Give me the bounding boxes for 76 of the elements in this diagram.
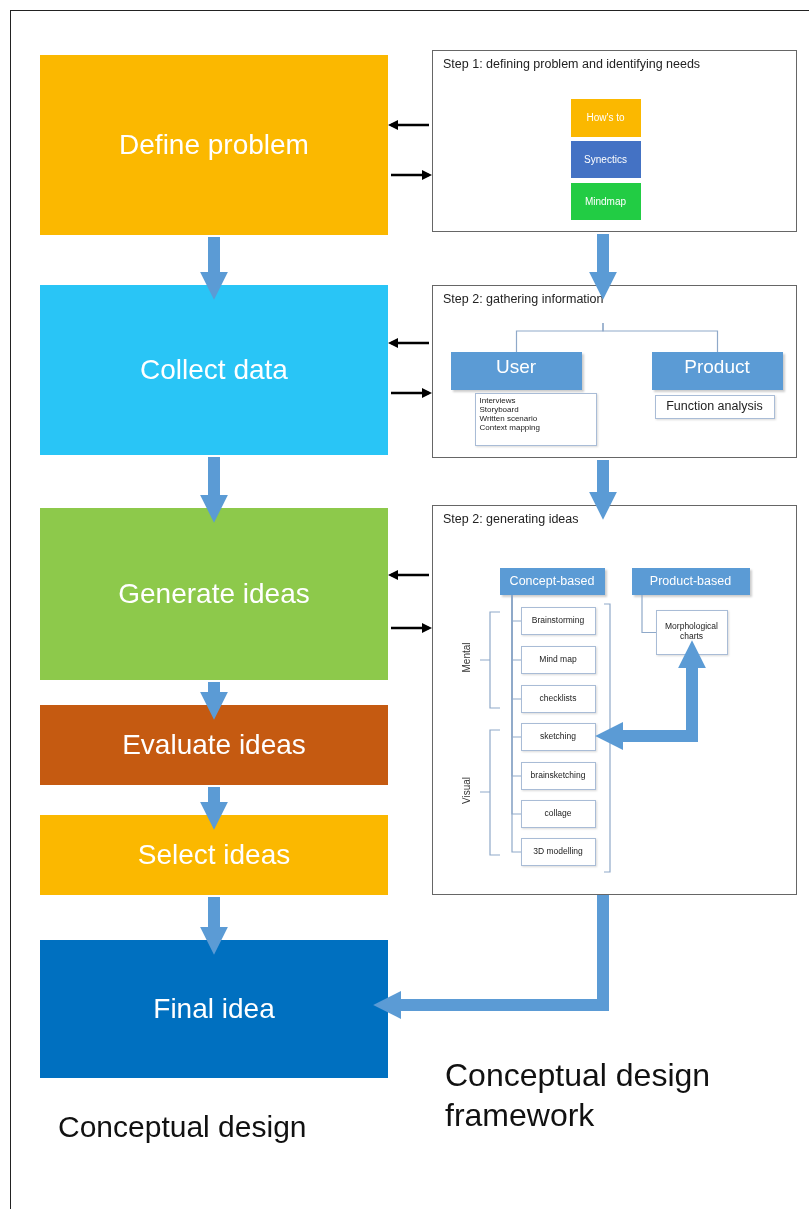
method-box	[520, 837, 596, 866]
box-text: Generate ideas	[118, 578, 310, 610]
process-box	[40, 940, 388, 1078]
arrow	[200, 682, 228, 720]
method-box	[570, 140, 641, 178]
category-box	[651, 351, 783, 390]
arrow	[391, 170, 432, 180]
step-panel	[432, 50, 797, 232]
box-text: Product	[684, 355, 750, 378]
box-text: Written scenario	[479, 413, 538, 424]
box-text: User	[495, 355, 537, 378]
process-box	[40, 815, 388, 895]
caption: Conceptual design framework	[445, 1056, 712, 1135]
process-box	[40, 285, 388, 455]
method-box	[570, 182, 641, 220]
method-box	[474, 392, 597, 446]
method-box	[520, 684, 596, 713]
box-text: Brainstorming	[531, 615, 585, 626]
arrow	[388, 338, 429, 348]
method-box	[654, 394, 775, 419]
method-box	[520, 606, 596, 635]
category-box	[499, 567, 605, 595]
group-label: Mental	[460, 641, 472, 675]
box-text: Concept-based	[509, 574, 595, 588]
box-text: Interviews	[479, 395, 516, 405]
panel-heading: Step 1: defining problem and identifying needs	[443, 57, 702, 71]
method-box	[520, 722, 596, 751]
arrow	[200, 787, 228, 830]
connector-line	[641, 594, 657, 634]
box-text: Collect data	[140, 354, 288, 386]
box-text: 3D modelling	[533, 846, 583, 857]
box-text: Select ideas	[137, 839, 291, 871]
process-box	[40, 705, 388, 785]
box-text: Define problem	[119, 129, 309, 161]
caption: Conceptual design	[58, 1109, 308, 1145]
process-box	[40, 508, 388, 680]
arrow	[388, 120, 429, 130]
box-text: Synectics	[584, 153, 627, 165]
box-text: Function analysis	[666, 399, 763, 414]
category-box	[631, 567, 750, 595]
box-text: Mindmap	[584, 195, 627, 207]
box-text: collage	[544, 808, 572, 819]
box-text: Mind map	[539, 654, 577, 665]
arrow	[595, 640, 706, 750]
box-text: Evaluate ideas	[122, 729, 306, 761]
box-text: Product-based	[649, 574, 732, 588]
method-box	[520, 645, 596, 674]
box-text: Context mapping	[479, 423, 540, 433]
panel-heading: Step 2: generating ideas	[443, 512, 580, 526]
arrow	[388, 570, 429, 580]
box-text: How's to	[586, 112, 625, 123]
connector-line	[602, 322, 719, 353]
arrow	[200, 237, 228, 300]
process-box	[40, 55, 388, 235]
box-text: Final idea	[153, 993, 275, 1025]
panel-heading: Step 2: gathering information	[443, 292, 605, 306]
box-text: Morphological charts	[664, 622, 719, 642]
box-text: Storyboard	[479, 404, 519, 414]
arrow	[391, 623, 432, 633]
step-panel	[432, 285, 797, 458]
arrow	[373, 895, 609, 1019]
method-box	[520, 799, 596, 828]
method-box	[520, 761, 596, 790]
arrow	[589, 460, 617, 520]
group-label: Visual	[460, 775, 472, 807]
box-text: sketching	[540, 731, 576, 742]
step-panel	[432, 505, 797, 895]
box-text: checklists	[539, 693, 577, 704]
category-box	[450, 351, 582, 390]
box-text: brainsketching	[530, 770, 586, 781]
arrow	[200, 897, 228, 955]
method-box	[655, 609, 728, 655]
arrow	[391, 388, 432, 398]
method-box	[570, 98, 641, 137]
arrow	[589, 234, 617, 300]
arrow	[200, 457, 228, 523]
